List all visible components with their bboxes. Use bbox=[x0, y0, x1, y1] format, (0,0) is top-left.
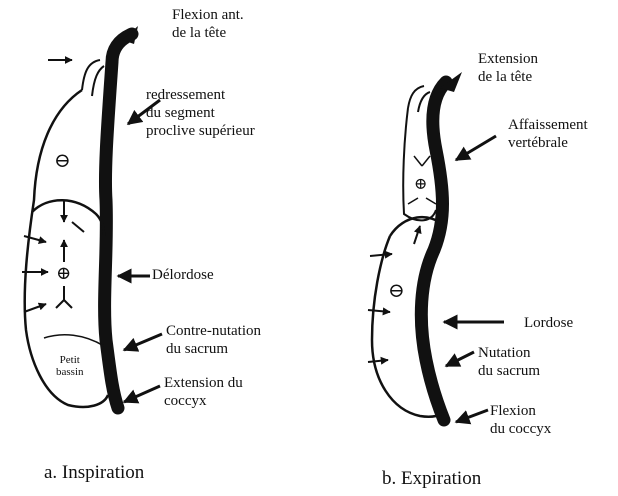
label-delordosis: Délordose bbox=[152, 266, 214, 284]
trachea-a bbox=[82, 60, 104, 96]
label-vertebral-collapse: Affaissement vertébrale bbox=[508, 116, 588, 152]
thorax-sign-b: ⊕ bbox=[414, 176, 427, 194]
label-delordosis-text: Délordose bbox=[152, 266, 214, 284]
label-head-extension: Extension de la tête bbox=[478, 50, 538, 86]
label-coccyx-b-line2: du coccyx bbox=[490, 420, 551, 438]
label-coccyx-a-line1: Extension du bbox=[164, 374, 243, 392]
label-sacrum-a-line1: Contre-nutation bbox=[166, 322, 261, 340]
abdomen-sign-b: ⊖ bbox=[388, 282, 405, 300]
label-sacrum-b-line2: du sacrum bbox=[478, 362, 540, 380]
label-small-pelvis: Petit bassin bbox=[56, 354, 84, 378]
label-coccyx-a-line2: coccyx bbox=[164, 392, 243, 410]
trachea-b bbox=[408, 86, 430, 112]
abdomen-sign-a-text: ⊕ bbox=[56, 264, 71, 282]
thorax-sign-a: ⊖ bbox=[54, 152, 71, 170]
label-segment-line1: redressement bbox=[146, 86, 255, 104]
label-coccyx-b-line1: Flexion bbox=[490, 402, 551, 420]
pelvis-line-a bbox=[44, 335, 104, 346]
label-segment-line3: proclive supérieur bbox=[146, 122, 255, 140]
spine-a bbox=[105, 34, 132, 408]
abdomen-sign-a: ⊕ bbox=[56, 264, 71, 282]
label-sacrum-counternutation: Contre-nutation du sacrum bbox=[166, 322, 261, 358]
label-coccyx-extension: Extension du coccyx bbox=[164, 374, 243, 410]
caption-expiration: b. Expiration bbox=[382, 468, 481, 490]
label-head-extension-line2: de la tête bbox=[478, 68, 538, 86]
label-pelvis-line1: Petit bbox=[56, 354, 84, 366]
label-vertebral-line2: vertébrale bbox=[508, 134, 588, 152]
label-head-flexion: Flexion ant. de la tête bbox=[172, 6, 244, 42]
label-pelvis-line2: bassin bbox=[56, 366, 84, 378]
label-head-flexion-line2: de la tête bbox=[172, 24, 244, 42]
thorax-sign-a-text: ⊖ bbox=[54, 152, 71, 170]
label-lordosis-text: Lordose bbox=[524, 314, 573, 332]
label-coccyx-flexion: Flexion du coccyx bbox=[490, 402, 551, 438]
label-segment-line2: du segment bbox=[146, 104, 255, 122]
panel-a-inspiration bbox=[22, 26, 162, 408]
caption-inspiration: a. Inspiration bbox=[44, 462, 144, 484]
spine-b bbox=[421, 82, 446, 420]
label-segment-straightening: redressement du segment proclive supérie… bbox=[146, 86, 255, 140]
label-sacrum-nutation: Nutation du sacrum bbox=[478, 344, 540, 380]
label-lordosis: Lordose bbox=[524, 314, 573, 332]
label-sacrum-a-line2: du sacrum bbox=[166, 340, 261, 358]
caption-expiration-text: b. Expiration bbox=[382, 468, 481, 490]
label-head-flexion-line1: Flexion ant. bbox=[172, 6, 244, 24]
diaphragm-a bbox=[32, 200, 104, 236]
label-vertebral-line1: Affaissement bbox=[508, 116, 588, 134]
caption-inspiration-text: a. Inspiration bbox=[44, 462, 144, 484]
thorax-sign-b-text: ⊕ bbox=[414, 176, 427, 194]
abdomen-sign-b-text: ⊖ bbox=[388, 282, 405, 300]
label-sacrum-b-line1: Nutation bbox=[478, 344, 540, 362]
label-head-extension-line1: Extension bbox=[478, 50, 538, 68]
